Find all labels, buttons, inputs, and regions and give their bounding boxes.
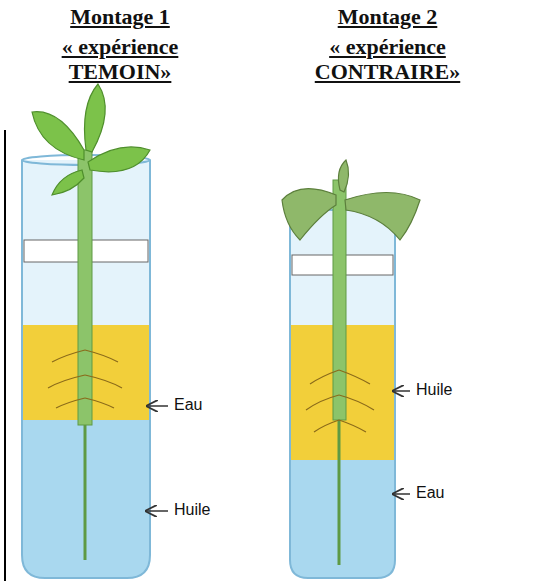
roots — [48, 350, 122, 408]
tube-1-contents — [0, 150, 200, 581]
leaves — [32, 84, 150, 195]
liquid-label: Eau — [414, 484, 446, 502]
heading: Montage 2 — [300, 4, 475, 29]
heading: Montage 1 — [35, 4, 205, 29]
wilted-leaves — [282, 160, 420, 240]
liquid-label: Huile — [414, 381, 454, 399]
roots — [306, 370, 374, 432]
pointer-arrow — [146, 391, 410, 511]
heading: « expérience CONTRAIRE» — [300, 34, 475, 85]
heading: « expérience TEMOIN» — [35, 34, 205, 85]
frame-line — [4, 130, 6, 581]
liquid-label: Eau — [172, 396, 204, 414]
plant-stem — [333, 180, 346, 420]
liquid-label: Huile — [172, 501, 212, 519]
plant-stem — [78, 150, 92, 425]
